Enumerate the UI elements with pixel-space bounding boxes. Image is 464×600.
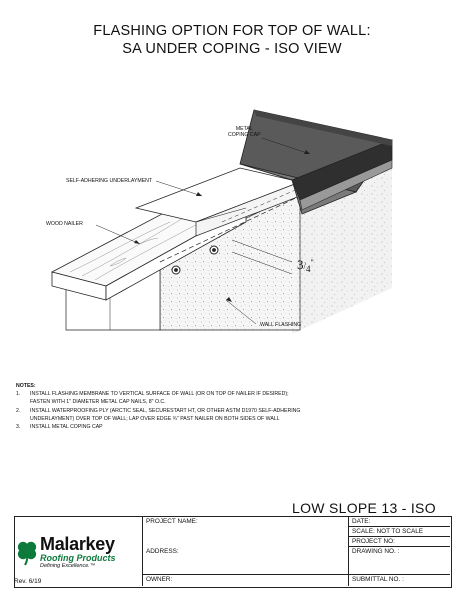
- title-block-row-line: [348, 546, 450, 547]
- dimension-denominator: 4: [306, 264, 311, 274]
- note-text: UNDERLAYMENT) OVER TOP OF WALL; LAP OVER…: [30, 415, 280, 422]
- submittal-no-label: SUBMITTAL NO. :: [352, 576, 404, 583]
- title-block-row-line: [348, 526, 450, 527]
- note-item: 3. INSTALL METAL COPING CAP: [16, 423, 346, 431]
- drawing-title-line1: FLASHING OPTION FOR TOP OF WALL:: [93, 23, 371, 39]
- note-item-cont: UNDERLAYMENT) OVER TOP OF WALL; LAP OVER…: [16, 415, 346, 423]
- project-name-label: PROJECT NAME:: [146, 518, 198, 525]
- title-block-divider-2: [348, 516, 349, 586]
- underlayment-dash-line: [159, 195, 301, 263]
- callout-wood-nailer: WOOD NAILER: [46, 221, 83, 227]
- note-number: 2.: [16, 407, 21, 414]
- brand-tagline: Defining Excellence.™: [40, 563, 96, 569]
- cap-nail-heads: [171, 245, 219, 275]
- callout-metal-coping-cap: METAL COPING CAP: [228, 126, 261, 138]
- sheet-id: LOW SLOPE 13 - ISO: [292, 500, 436, 516]
- drawing-no-label: DRAWING NO. :: [352, 548, 400, 555]
- note-text: INSTALL METAL COPING CAP: [30, 424, 103, 431]
- title-block: [14, 516, 452, 588]
- notes-heading: NOTES:: [16, 383, 36, 389]
- address-label: ADDRESS:: [146, 548, 179, 555]
- shamrock-logo-icon: [17, 541, 37, 566]
- project-no-label: PROJECT NO:: [352, 538, 395, 545]
- callout-underlayment: SELF-ADHERING UNDERLAYMENT: [66, 178, 153, 184]
- scale-label: SCALE: NOT TO SCALE: [352, 528, 424, 535]
- note-number: 1.: [16, 391, 21, 398]
- drawing-title-line2: SA UNDER COPING - ISO VIEW: [122, 41, 342, 57]
- notes-section: NOTES: 1. INSTALL FLASHING MEMBRANE TO V…: [16, 382, 346, 431]
- title-block-row-line: [348, 536, 450, 537]
- callout-wall-flashing: WALL FLASHING: [260, 322, 302, 328]
- revision-label: Rev. 6/19: [14, 578, 42, 585]
- note-item-cont: FASTEN WITH 1" DIAMETER METAL CAP NAILS,…: [16, 398, 346, 406]
- brand-name: Malarkey: [40, 534, 115, 554]
- title-block-row-line: [142, 574, 450, 575]
- note-item: 2. INSTALL WATERPROOFING PLY (ARCTIC SEA…: [16, 407, 346, 415]
- dimension-unit: ": [310, 258, 314, 267]
- title-block-divider-1: [142, 516, 143, 586]
- date-label: DATE:: [352, 518, 371, 525]
- note-item: 1. INSTALL FLASHING MEMBRANE TO VERTICAL…: [16, 390, 346, 398]
- callout-coping-line2: COPING CAP: [228, 132, 261, 138]
- note-text: FASTEN WITH 1" DIAMETER METAL CAP NAILS,…: [30, 399, 166, 406]
- owner-label: OWNER:: [146, 576, 173, 583]
- note-text: INSTALL FLASHING MEMBRANE TO VERTICAL SU…: [30, 391, 289, 398]
- note-number: 3.: [16, 424, 21, 431]
- note-text: INSTALL WATERPROOFING PLY (ARCTIC SEAL, …: [30, 407, 301, 414]
- brand-subtitle: Roofing Products: [40, 553, 116, 563]
- callout-coping-line1: METAL: [235, 126, 253, 132]
- dimension-numerator: 3: [297, 257, 304, 272]
- dimension-three-quarter: 3/4": [297, 257, 314, 274]
